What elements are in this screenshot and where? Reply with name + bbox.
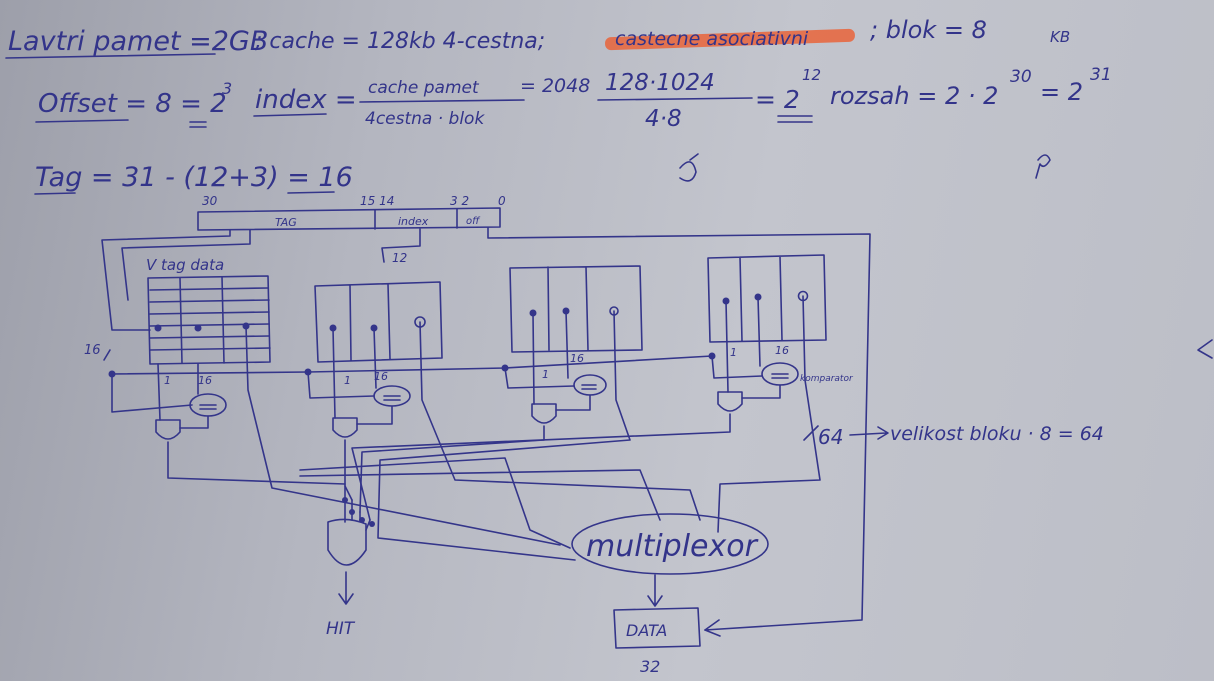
address-bit-label: 0 xyxy=(498,194,506,208)
bus-slash xyxy=(804,426,818,440)
data-width-label: 32 xyxy=(640,657,660,676)
range-exponent-2: 31 xyxy=(1090,65,1112,85)
index-double-underline xyxy=(778,116,812,122)
index-width-label: 12 xyxy=(392,251,407,265)
comparator-inputs xyxy=(712,297,762,378)
bus-width-label: 64 xyxy=(818,425,843,449)
address-bit-label: 30 xyxy=(202,194,218,208)
and-gate xyxy=(333,418,357,437)
equals-2: = 2 xyxy=(755,85,800,114)
or-gate xyxy=(328,519,366,565)
offset-text: Offset = 8 = 2 xyxy=(38,89,227,119)
kb-note: KB xyxy=(1050,28,1070,46)
block-size-text: ; blok = 8 xyxy=(870,16,987,44)
equals-sign xyxy=(200,405,216,409)
and-gate xyxy=(718,392,742,411)
way-3-box xyxy=(510,266,642,352)
tag-width-label: 16 xyxy=(84,343,101,358)
equals-sign xyxy=(772,374,788,378)
address-register xyxy=(198,208,500,230)
data-arrow xyxy=(705,620,720,636)
bus-slash xyxy=(104,350,110,360)
index-label: index = xyxy=(255,85,357,115)
multiplexor-label: multiplexor xyxy=(586,529,759,564)
cache-text: ; cache = 128kb 4-cestna; xyxy=(255,29,545,54)
equals-sign xyxy=(582,385,596,389)
comparator-inputs xyxy=(112,364,198,412)
and-gate xyxy=(156,420,180,439)
hit-wire xyxy=(158,364,345,484)
comparator-inputs xyxy=(505,311,574,388)
way-1-tag-tap xyxy=(195,325,202,332)
way-2-logic: 1 16 xyxy=(308,322,700,520)
and-gate xyxy=(532,404,556,423)
bit-label: 16 xyxy=(570,352,584,365)
stray-mark xyxy=(680,154,698,181)
comparator-label: komparator xyxy=(800,374,854,384)
index-denominator: 4cestna · blok xyxy=(365,109,485,129)
equals-2048: = 2048 xyxy=(520,75,590,97)
offset-double-underline xyxy=(190,122,206,127)
way-1-logic: 1 16 xyxy=(112,326,560,545)
bit-label: 1 xyxy=(542,368,549,381)
offset-underline xyxy=(36,120,128,122)
bit-label: 1 xyxy=(164,374,171,387)
range-text: rozsah = 2 · 2 xyxy=(830,82,998,110)
stray-mark xyxy=(1198,340,1212,358)
hit-arrow xyxy=(339,572,353,604)
way-1-valid-tap xyxy=(155,325,162,332)
equals-sign xyxy=(384,396,400,400)
address-bit-label: 15 14 xyxy=(360,194,394,208)
index-field: index xyxy=(398,215,429,228)
bit-label: 16 xyxy=(775,344,789,357)
bit-label: 1 xyxy=(730,346,737,359)
range-equals: = 2 xyxy=(1040,78,1083,106)
stray-mark xyxy=(1036,155,1050,178)
data-wire xyxy=(718,296,820,532)
index-exponent: 12 xyxy=(802,66,821,84)
arrow xyxy=(850,427,888,439)
offset-field: off xyxy=(466,216,481,227)
index-fraction-bar xyxy=(360,100,524,102)
way-1-rows xyxy=(150,288,270,350)
hit-label: HIT xyxy=(326,619,356,639)
bit-label: 16 xyxy=(198,374,212,387)
tag-field: TAG xyxy=(275,216,297,229)
block-size-note: velikost bloku · 8 = 64 xyxy=(890,423,1104,445)
associative-text: castecne asociativni xyxy=(615,28,809,50)
comparator-inputs xyxy=(308,328,376,398)
offset-exponent: 3 xyxy=(222,79,232,98)
bit-label: 1 xyxy=(344,374,351,387)
main-memory-text: Lavtri pamet =2GB xyxy=(8,26,268,57)
mux-output-arrow xyxy=(648,575,662,606)
way-header: V tag data xyxy=(146,256,224,274)
range-exponent: 30 xyxy=(1010,67,1032,87)
address-bit-label: 3 2 xyxy=(450,194,469,208)
way-3-logic: 1 16 xyxy=(360,311,630,560)
tag-formula: Tag = 31 - (12+3) = 16 xyxy=(35,162,353,193)
fraction-numerator: 128·1024 xyxy=(605,70,715,96)
fraction-denominator: 4·8 xyxy=(645,106,682,132)
tag-result-underline xyxy=(288,192,334,193)
data-wire xyxy=(378,311,630,560)
data-label: DATA xyxy=(626,621,667,640)
index-numerator: cache pamet xyxy=(368,78,480,98)
fraction-bar xyxy=(598,98,752,100)
tag-underline xyxy=(35,193,75,194)
